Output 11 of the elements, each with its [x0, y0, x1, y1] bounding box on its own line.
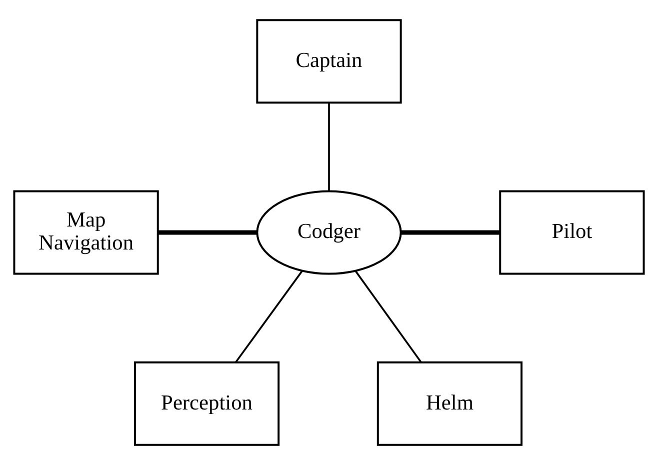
connector: [158, 230, 257, 234]
node-box: Pilot: [499, 190, 645, 274]
node-box: Perception: [134, 360, 280, 446]
node-box: Helm: [376, 360, 523, 446]
connector: [354, 270, 422, 362]
node-box: Captain: [256, 18, 402, 104]
connector: [401, 230, 500, 234]
node-ellipse: Codger: [256, 190, 402, 274]
connector: [234, 270, 303, 362]
connector: [328, 102, 330, 190]
node-box: Map Navigation: [13, 190, 159, 274]
